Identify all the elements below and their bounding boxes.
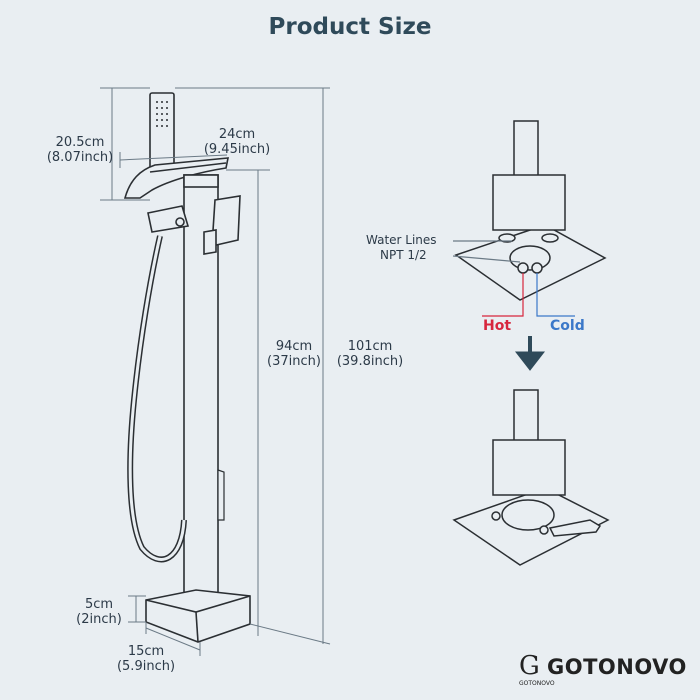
dim-metric: 20.5cm [55,135,105,150]
npt-label: NPT 1/2 [380,248,427,262]
water-lines [452,240,575,317]
brand-logo-icon: G [519,651,540,680]
dim-imperial: (37inch) [267,354,321,369]
hot-label: Hot [483,318,512,334]
spout [123,157,229,199]
brand-logo-sub: GOTONOVO [519,680,555,687]
dim-metric: 94cm [275,339,313,354]
dim-imperial: (39.8inch) [336,354,404,369]
dim-imperial: (8.07inch) [46,150,114,165]
mount-block-bottom [492,439,566,496]
wrench [548,519,602,537]
dim-imperial: (9.45inch) [203,142,271,157]
spout-height-dimension: 94cm (37inch) [258,339,330,369]
shower-hose [127,235,187,563]
down-arrow [514,336,546,371]
page-title: Product Size [268,14,432,40]
dim-metric: 101cm [347,339,393,354]
svg-text:G: G [519,651,540,680]
total-height-dimension: 101cm (39.8inch) [330,339,410,369]
dimension-lines [100,87,331,656]
handshower-dimension: 20.5cm (8.07inch) [38,135,122,165]
dim-metric: 24cm [218,127,256,142]
base-width-dimension: 15cm (5.9inch) [106,644,186,674]
base-height-dimension: 5cm (2inch) [64,597,134,627]
dim-imperial: (5.9inch) [116,659,176,674]
dim-metric: 5cm [84,597,114,612]
column-cap [183,174,219,188]
install-after-illustration [452,389,610,566]
spout-length-dimension: 24cm (9.45inch) [192,127,282,157]
dim-metric: 15cm [127,644,165,659]
mount-block-top [492,174,566,231]
faucet-illustration [123,92,251,643]
dim-imperial: (2inch) [76,612,122,627]
cold-label: Cold [550,318,585,334]
spray-dots [156,101,168,127]
install-before-illustration [454,120,607,301]
hand-shower-head [149,92,175,174]
water-lines-label: Water Lines [366,233,437,247]
brand-name: GOTONOVO [547,655,687,679]
